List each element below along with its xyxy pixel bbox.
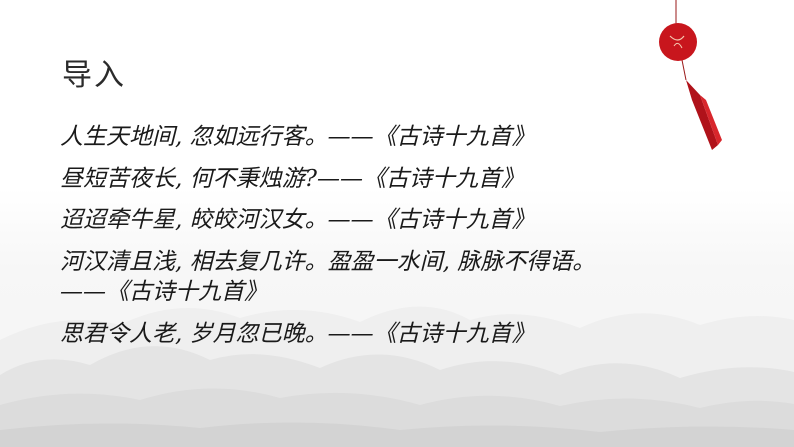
poem-line: 人生天地间, 忽如远行客。——《古诗十九首》	[60, 124, 535, 150]
poem-line: 迢迢牵牛星, 皎皎河汉女。——《古诗十九首》	[60, 207, 535, 233]
poem-lines: 人生天地间, 忽如远行客。——《古诗十九首》 昼短苦夜长, 何不秉烛游?——《古…	[60, 122, 780, 360]
poem-line: 思君令人老, 岁月忽已晚。——《古诗十九首》	[60, 320, 535, 347]
ink-mountain-background	[0, 306, 794, 447]
poem-line-continuation: ——《古诗十九首》	[60, 279, 267, 305]
poem-line: 河汉清且浅, 相去复几许。盈盈一水间, 脉脉不得语。	[60, 248, 596, 275]
red-lantern-tassel-icon	[659, 0, 722, 150]
slide-title: 导入	[62, 58, 126, 93]
poem-line: 昼短苦夜长, 何不秉烛游?——《古诗十九首》	[60, 165, 524, 192]
